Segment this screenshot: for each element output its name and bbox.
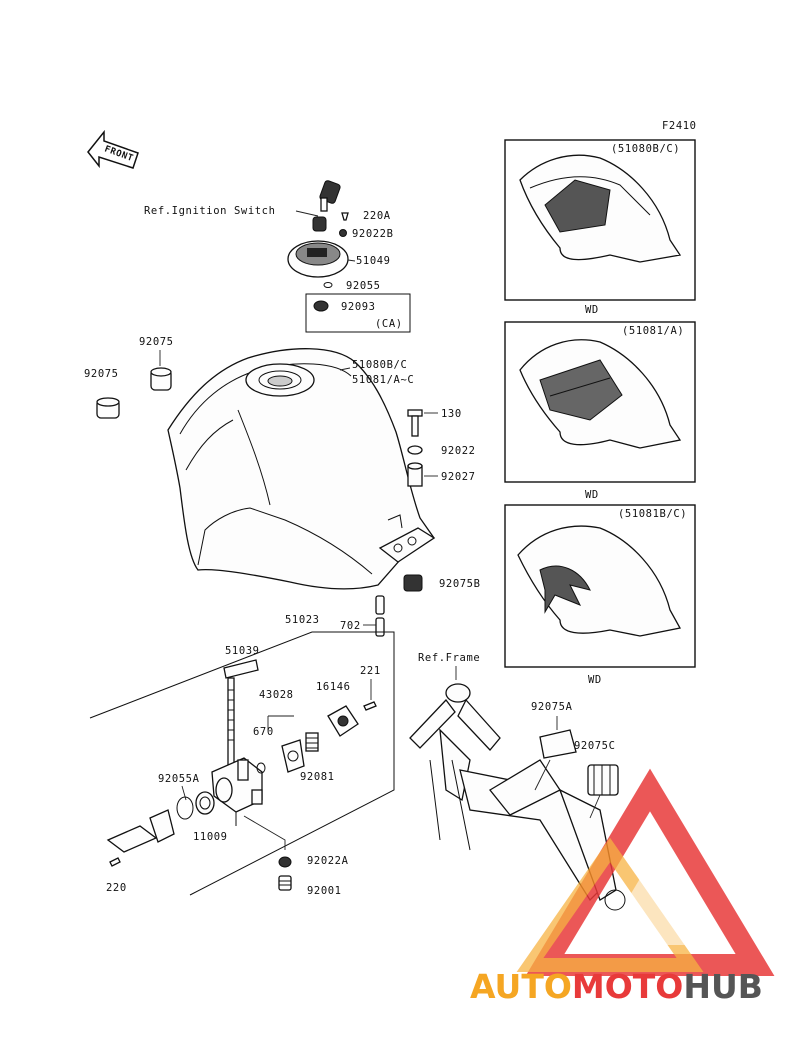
- label-51081: 51081/A~C: [352, 374, 414, 386]
- label-51049: 51049: [356, 255, 391, 267]
- cap-11009: [195, 791, 215, 815]
- gasket-92055: [323, 282, 333, 288]
- screw-221: [363, 701, 377, 711]
- fuel-tank: [167, 348, 436, 590]
- label-92075-lower: 92075: [84, 368, 119, 380]
- label-92055: 92055: [346, 280, 381, 292]
- label-220a: 220A: [363, 210, 391, 222]
- label-11009: 11009: [193, 831, 228, 843]
- pin-702: [375, 595, 385, 637]
- fuel-strainer-pipe: [227, 677, 235, 769]
- label-130: 130: [441, 408, 462, 420]
- label-92022a: 92022A: [307, 855, 349, 867]
- watermark-text: AUTOMOTOHUB: [470, 967, 763, 1006]
- diaphragm-cover: [281, 739, 305, 773]
- washer-92022b: [339, 229, 347, 237]
- ca-box: [305, 293, 411, 333]
- o-ring-92055a: [176, 796, 194, 820]
- inset-note-3: WD: [588, 674, 602, 686]
- washer-92022a: [278, 856, 292, 868]
- label-51039: 51039: [225, 645, 260, 657]
- label-92075c: 92075C: [574, 740, 616, 752]
- label-92027: 92027: [441, 471, 476, 483]
- screw-220a: [341, 212, 349, 221]
- lever-plate: [106, 809, 175, 853]
- screw-220: [109, 857, 121, 867]
- label-92093: 92093: [341, 301, 376, 313]
- label-16146: 16146: [316, 681, 351, 693]
- ref-frame-label: Ref.Frame: [418, 652, 480, 664]
- damper-92075c: [587, 764, 619, 796]
- collar-92027: [407, 462, 423, 487]
- front-arrow-icon: FRONT: [87, 129, 139, 169]
- fuel-cap-51049: [287, 240, 349, 278]
- bolt-92001: [278, 875, 292, 891]
- spring-92081: [305, 732, 319, 752]
- washer-92022: [407, 445, 423, 455]
- gasket-51039: [223, 659, 259, 679]
- inset-tag-2: (51081/A): [622, 325, 684, 337]
- label-92075b: 92075B: [439, 578, 481, 590]
- label-92075-upper: 92075: [139, 336, 174, 348]
- watermark-logo: [516, 768, 775, 976]
- inset-note-1: WD: [585, 304, 599, 316]
- label-221: 221: [360, 665, 381, 677]
- damper-92075a: [539, 729, 577, 759]
- inset-51081a: (51081/A) WD: [504, 321, 696, 501]
- grommet-92075-upper: [150, 367, 172, 391]
- valve-16146: [327, 705, 359, 737]
- grommet-92075-lower: [96, 397, 120, 419]
- inset-51080bc: (51080B/C) WD: [504, 139, 696, 316]
- label-51080bc: 51080B/C: [352, 359, 407, 371]
- inset-tag-1: (51080B/C): [611, 143, 680, 155]
- label-ca: (CA): [375, 318, 403, 330]
- ref-ignition-label: Ref.Ignition Switch: [144, 205, 276, 217]
- label-92001: 92001: [307, 885, 342, 897]
- label-92055a: 92055A: [158, 773, 200, 785]
- inset-note-2: WD: [585, 489, 599, 501]
- grommet-92075b: [403, 574, 423, 592]
- part-92093: [313, 300, 329, 312]
- label-92075a: 92075A: [531, 701, 573, 713]
- label-702: 702: [340, 620, 361, 632]
- label-670: 670: [253, 726, 274, 738]
- inset-51081bc: (51081B/C) WD: [504, 504, 696, 686]
- figure-code: F2410: [662, 120, 697, 132]
- label-92081: 92081: [300, 771, 335, 783]
- inset-tag-3: (51081B/C): [618, 508, 687, 520]
- key-cylinder: [312, 216, 327, 232]
- label-51023: 51023: [285, 614, 320, 626]
- bolt-130: [407, 409, 423, 437]
- label-92022b: 92022B: [352, 228, 394, 240]
- fuel-cock-body: [211, 757, 263, 826]
- ignition-key-icon: [319, 180, 341, 212]
- label-220: 220: [106, 882, 127, 894]
- label-92022: 92022: [441, 445, 476, 457]
- label-43028: 43028: [259, 689, 294, 701]
- o-ring-670: [256, 762, 266, 774]
